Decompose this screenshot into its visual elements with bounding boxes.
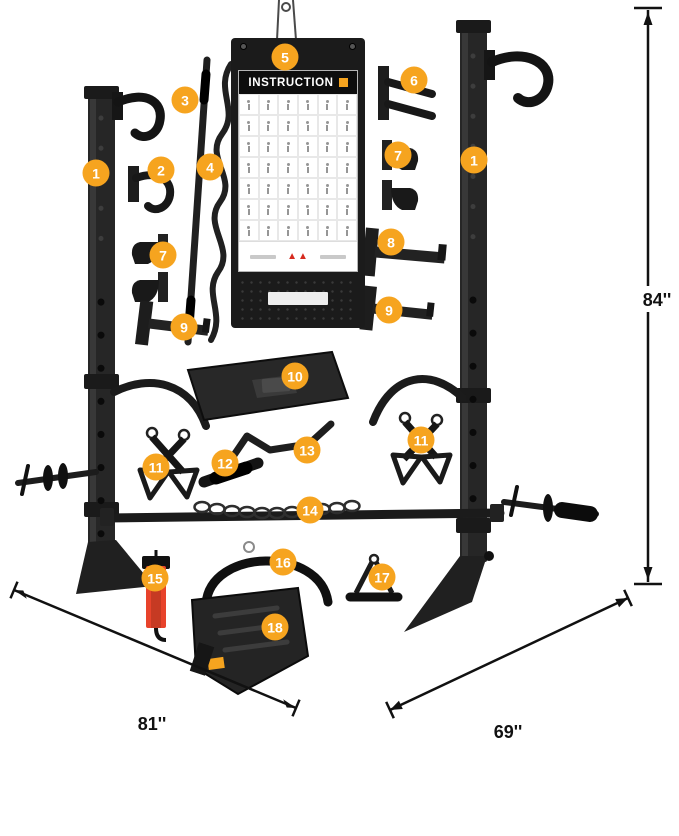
exercise-cell: [297, 199, 318, 220]
frame-label: [268, 292, 328, 305]
exercise-cell: [239, 157, 259, 178]
exercise-cell: [239, 199, 259, 220]
grip-handle-part17: [345, 553, 403, 602]
exercise-cell: [297, 94, 318, 115]
exercise-cell: [317, 220, 338, 241]
exercise-cell: [278, 220, 298, 241]
exercise-cell: [258, 136, 279, 157]
exercise-cell: [258, 178, 279, 199]
screw-icon: [240, 43, 247, 50]
j-hooks-part7-right: [382, 140, 419, 210]
height-label-backing: [634, 286, 678, 312]
poster-footer: ▲▲: [239, 241, 357, 271]
fold-arm-right: [369, 375, 467, 426]
exercise-cell: [239, 94, 259, 115]
bracket-arm-part9-right: [359, 285, 435, 331]
exercise-cell: [278, 115, 298, 136]
height-dimension-label: 84'': [643, 290, 672, 310]
fine-print-placeholder: [319, 254, 346, 259]
exercise-cell: [337, 94, 357, 115]
exercise-cell: [337, 115, 357, 136]
peg-bracket-part6: [378, 66, 436, 120]
exercise-cell: [317, 115, 338, 136]
left-post-top-hook: [112, 92, 165, 141]
width-dimension-right: [385, 589, 633, 719]
width-right-dimension-label: 69'': [494, 722, 523, 742]
exercise-cell: [317, 157, 338, 178]
handle-straps-part11-left: [137, 426, 200, 501]
exercise-cell: [258, 94, 279, 115]
exercise-cell: [297, 178, 318, 199]
exercise-cell: [337, 199, 357, 220]
exercise-cell: [317, 136, 338, 157]
width-dimension-left: [9, 581, 301, 717]
plate-holder-left: [15, 463, 99, 496]
base-plate-part10: [186, 350, 350, 422]
exercise-cell: [239, 136, 259, 157]
j-hooks-part7-left: [131, 234, 168, 302]
strap-part15: [142, 550, 170, 642]
width-left-dimension-label: 81'': [138, 714, 167, 734]
instruction-poster: INSTRUCTION ▲▲: [231, 38, 365, 328]
exercise-cell: [278, 157, 298, 178]
exercise-cell: [258, 115, 279, 136]
roller-pin-part12: [198, 457, 264, 488]
poster-paper: INSTRUCTION ▲▲: [238, 70, 358, 272]
exercise-cell: [337, 178, 357, 199]
exercise-cell: [258, 220, 279, 241]
exercise-cell: [278, 178, 298, 199]
right-post-top-hook: [484, 50, 554, 108]
foot-plate-part18: [189, 586, 310, 696]
exercise-cell: [337, 157, 357, 178]
exercise-cell: [278, 136, 298, 157]
bracket-arm-part9-left: [135, 300, 211, 346]
exercise-cell: [297, 115, 318, 136]
exercise-cell: [317, 178, 338, 199]
exercise-cell: [317, 94, 338, 115]
exercise-cell: [278, 94, 298, 115]
poster-hanging-wire: [276, 0, 297, 41]
exercise-cell: [278, 199, 298, 220]
bracket-part13: [228, 420, 335, 462]
red-up-arrows-icon: ▲▲: [287, 251, 309, 262]
poster-exercise-grid: [239, 94, 357, 241]
plate-holder-right: [501, 485, 599, 522]
poster-logo-icon: [338, 78, 348, 87]
spotter-arm-part8: [361, 227, 447, 277]
exercise-cell: [258, 199, 279, 220]
exercise-cell: [297, 220, 318, 241]
exercise-cell: [239, 115, 259, 136]
handle-straps-part11-right: [390, 411, 453, 486]
exercise-cell: [337, 220, 357, 241]
curl-bar-part4: [208, 61, 234, 343]
wall-hook-part2: [128, 166, 175, 214]
poster-frame-bottom: [238, 278, 358, 320]
exercise-cell: [239, 220, 259, 241]
exercise-cell: [239, 178, 259, 199]
exercise-cell: [297, 157, 318, 178]
screw-icon: [349, 43, 356, 50]
poster-header: INSTRUCTION: [239, 71, 357, 94]
straight-bar-part3: [184, 56, 211, 346]
fold-arm-left: [110, 379, 210, 430]
exercise-cell: [337, 136, 357, 157]
curved-handle-part16: [201, 541, 333, 609]
fine-print-placeholder: [250, 254, 277, 259]
poster-title: INSTRUCTION: [248, 76, 334, 89]
exercise-cell: [297, 136, 318, 157]
exercise-cell: [317, 199, 338, 220]
exercise-cell: [258, 157, 279, 178]
